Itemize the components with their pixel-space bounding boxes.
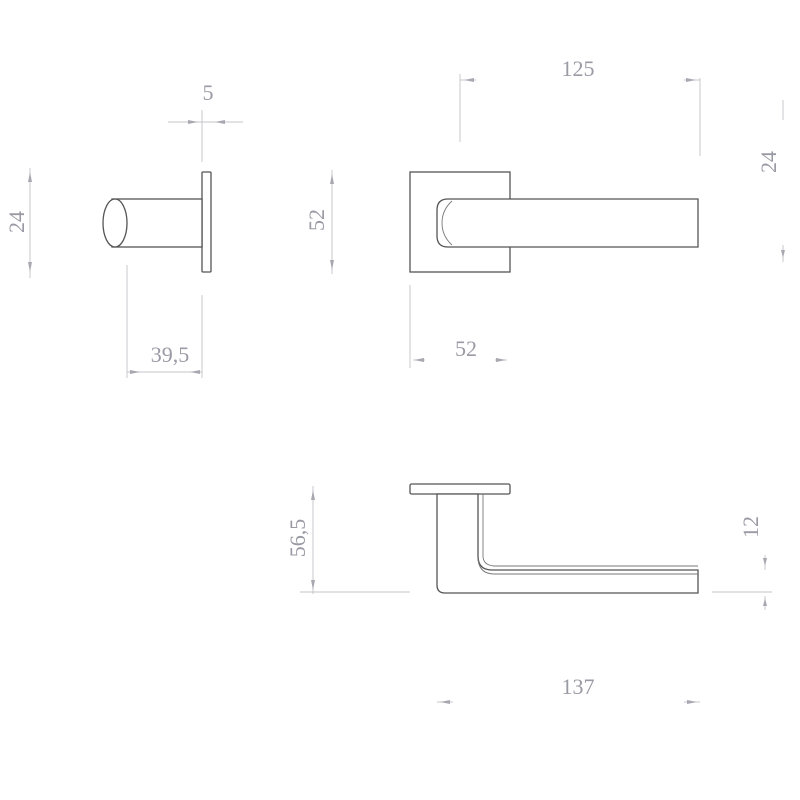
dim-label-24-right: 24 [756, 151, 781, 173]
side-view [28, 110, 243, 378]
dim-label-52-horizontal: 52 [455, 336, 477, 361]
dim-label-137: 137 [562, 674, 595, 699]
front-lever [436, 198, 699, 248]
dim-label-56-5: 56,5 [285, 519, 310, 558]
front-view [330, 74, 785, 368]
top-lever [436, 493, 699, 594]
dim-label-125: 125 [562, 56, 595, 81]
dim-label-5: 5 [203, 80, 214, 105]
dim-label-39-5: 39,5 [151, 342, 190, 367]
dim-label-12: 12 [738, 516, 763, 538]
dim-label-24-left: 24 [4, 211, 29, 233]
side-lever-end [102, 198, 128, 248]
top-view [300, 483, 772, 704]
top-rose-plate [409, 483, 511, 495]
dim-label-52-vertical: 52 [304, 209, 329, 231]
side-rose-plate [201, 171, 212, 273]
